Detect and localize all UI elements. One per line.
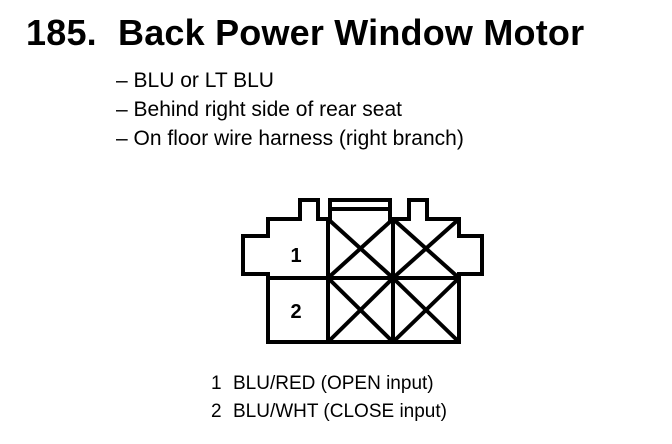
- connector-housing-outline: [241, 198, 484, 344]
- cavity-label-2: 2: [290, 301, 301, 323]
- blocked-cavity-mark: [391, 276, 461, 344]
- pin-number: 1: [211, 373, 222, 394]
- pin-description: BLU/RED (OPEN input): [233, 373, 434, 394]
- pin-description: BLU/WHT (CLOSE input): [233, 401, 447, 422]
- blocked-cavity-mark: [326, 217, 395, 280]
- component-number: 185.: [26, 12, 97, 53]
- pinout-list: 1 BLU/RED (OPEN input) 2 BLU/WHT (CLOSE in…: [211, 370, 447, 426]
- pin-number: 2: [211, 401, 222, 422]
- note-color: – BLU or LT BLU: [116, 69, 274, 92]
- pinout-row: 2 BLU/WHT (CLOSE input): [211, 398, 447, 426]
- page-title: 185. Back Power Window Motor: [26, 12, 584, 54]
- note-harness: – On floor wire harness (right branch): [116, 127, 464, 150]
- pinout-row: 1 BLU/RED (OPEN input): [211, 370, 447, 398]
- blocked-cavity-mark: [326, 276, 395, 344]
- blocked-cavity-mark: [391, 217, 461, 280]
- component-name: Back Power Window Motor: [118, 12, 585, 53]
- note-location: – Behind right side of rear seat: [116, 98, 403, 121]
- cavity-label-1: 1: [290, 245, 301, 267]
- component-notes: – BLU or LT BLU – Behind right side of r…: [116, 66, 464, 153]
